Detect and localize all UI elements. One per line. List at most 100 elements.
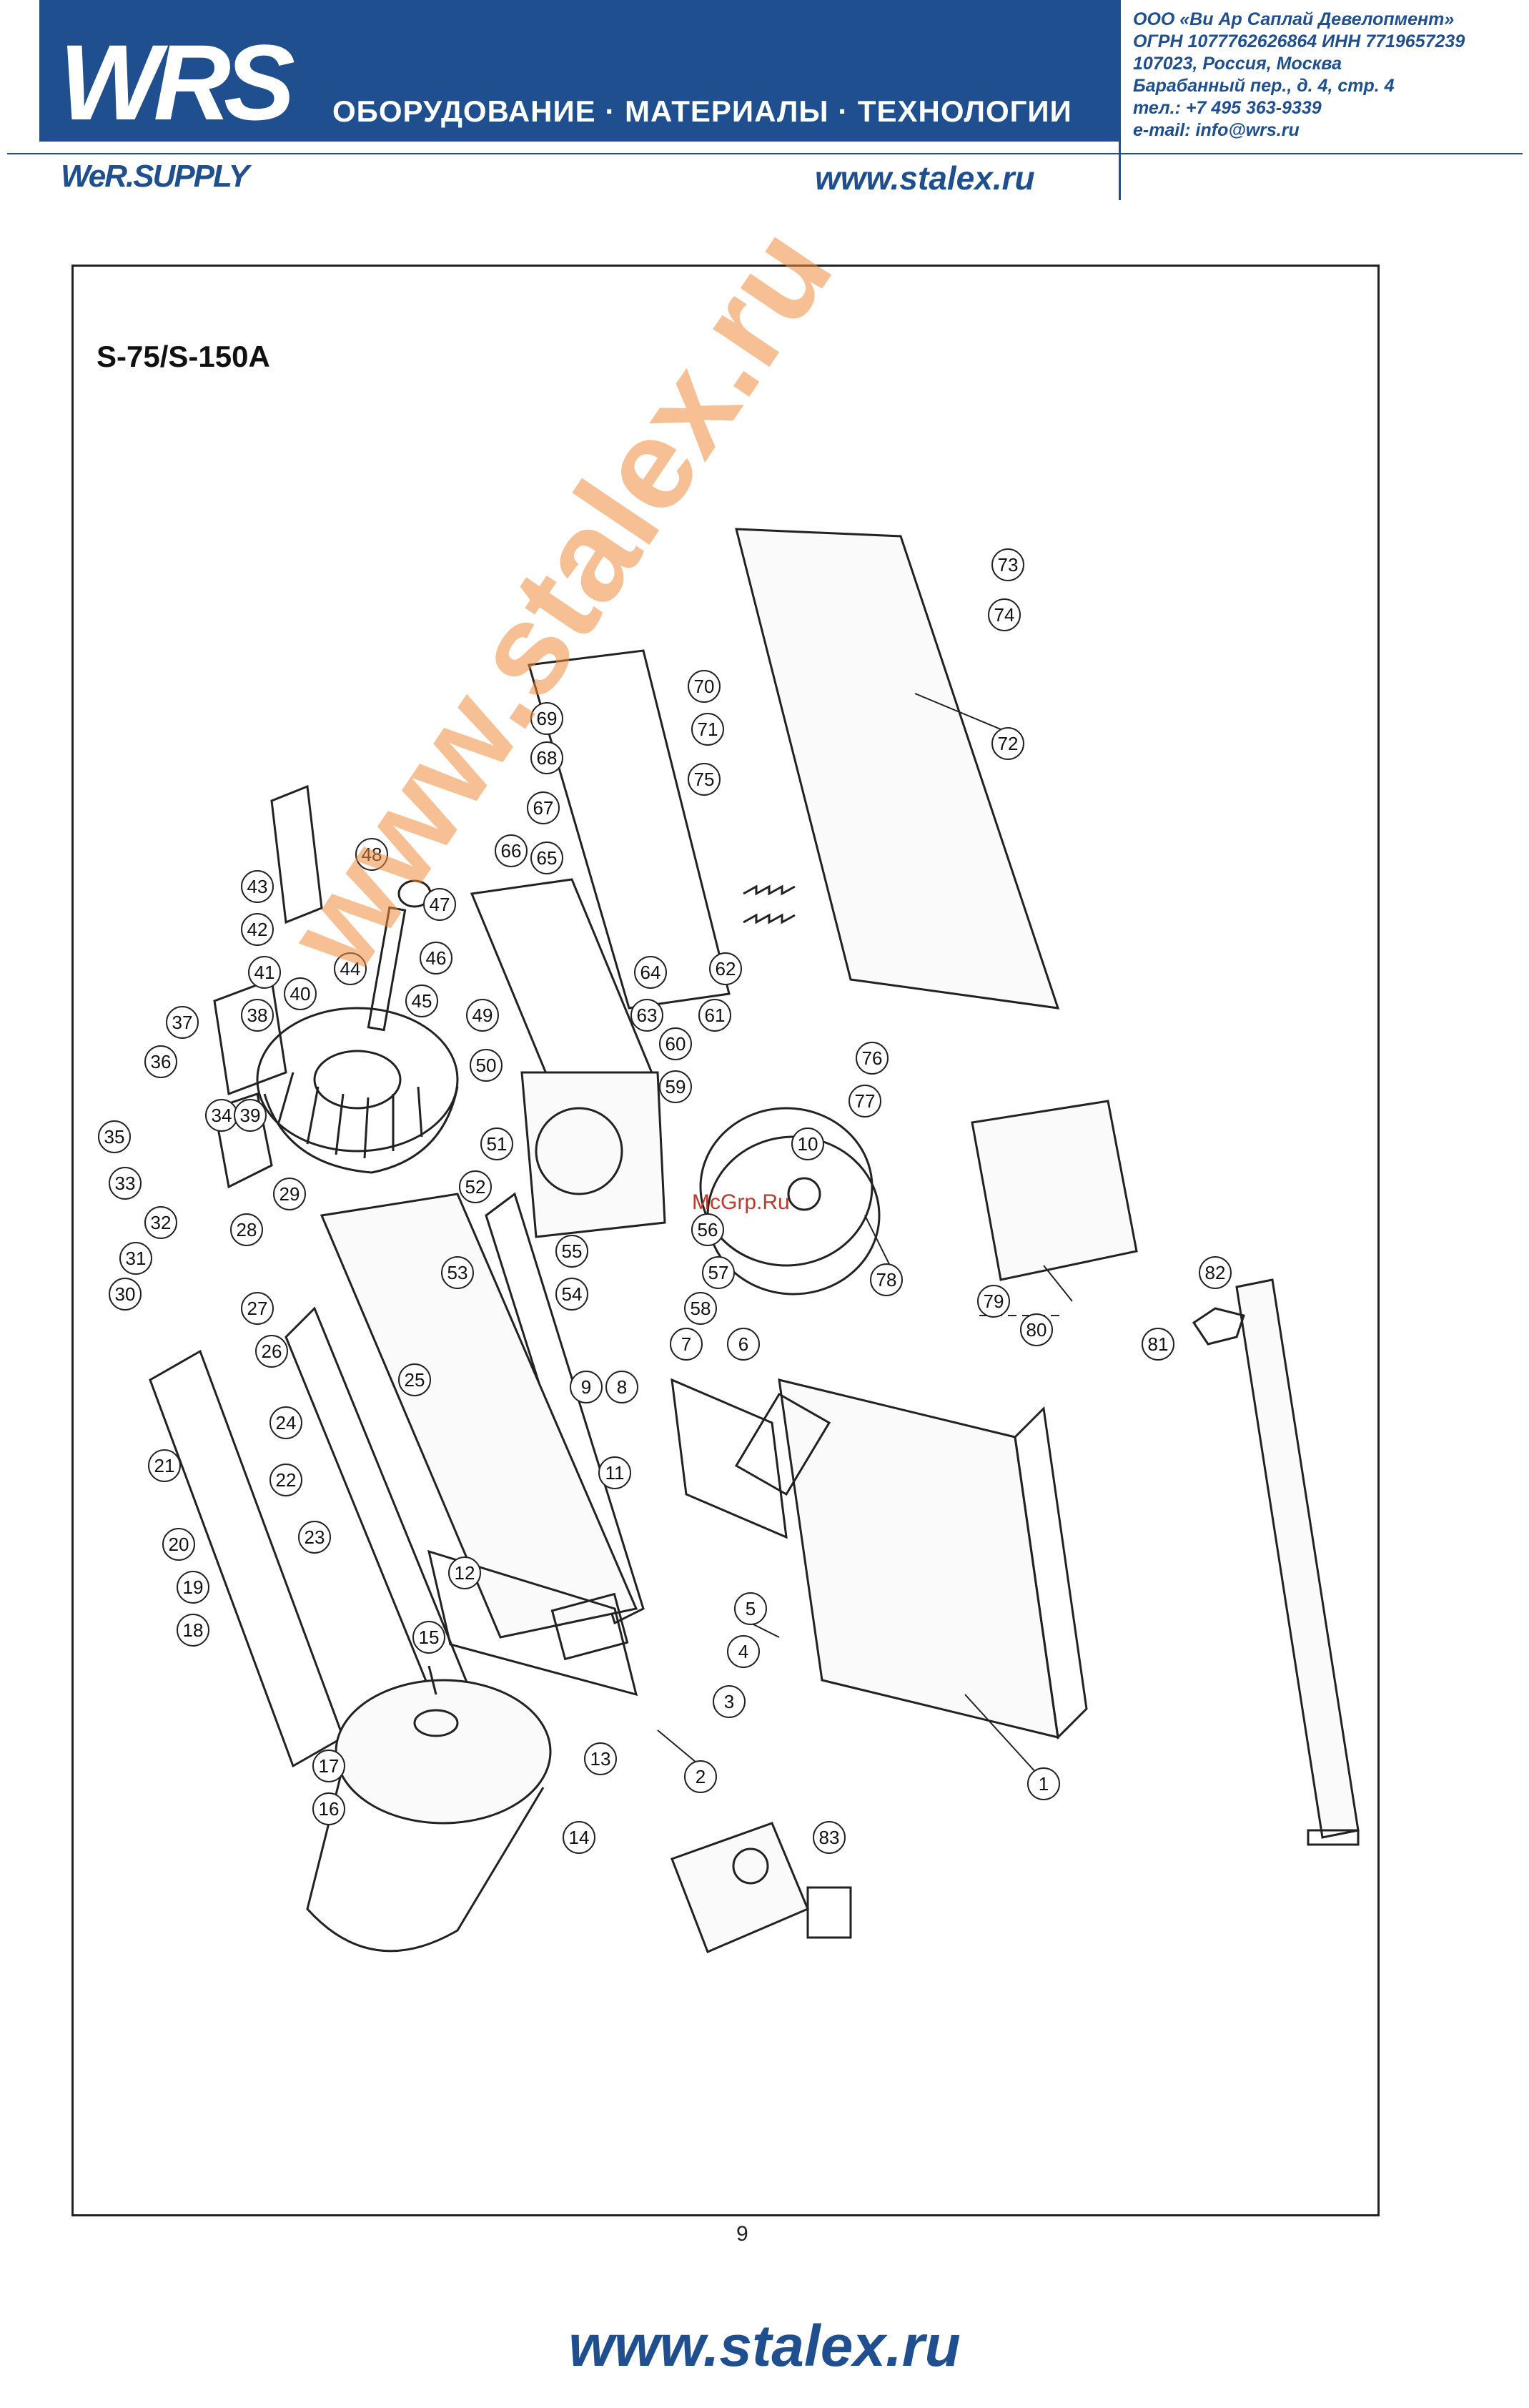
svg-text:65: 65 [537,847,558,869]
footer-website-link[interactable]: www.stalex.ru [568,2314,961,2379]
svg-text:26: 26 [262,1341,282,1362]
svg-text:49: 49 [472,1005,493,1026]
callout-75: 75 [688,763,721,796]
svg-text:44: 44 [340,958,361,980]
callout-13: 13 [584,1742,617,1775]
callout-23: 23 [298,1521,331,1554]
callout-14: 14 [563,1821,595,1854]
callout-40: 40 [284,977,317,1010]
svg-text:43: 43 [247,876,268,897]
callout-82: 82 [1199,1256,1232,1289]
svg-text:13: 13 [590,1748,611,1770]
callout-61: 61 [698,999,731,1032]
callout-3: 3 [713,1685,746,1718]
callout-25: 25 [398,1363,431,1396]
model-title: S-75/S-150A [97,340,270,373]
table-bracket [671,1378,788,1539]
wrs-logo: WRS [59,22,295,142]
svg-text:76: 76 [862,1047,883,1069]
svg-text:31: 31 [126,1248,147,1269]
svg-text:6: 6 [738,1333,748,1355]
svg-text:40: 40 [290,983,311,1005]
callout-8: 8 [605,1371,638,1403]
callout-50: 50 [470,1049,503,1082]
svg-text:25: 25 [405,1369,425,1391]
callout-66: 66 [495,834,528,867]
callout-39: 39 [234,1099,267,1132]
callout-67: 67 [527,791,560,824]
callout-58: 58 [684,1292,717,1325]
company-phone: тел.: +7 495 363-9339 [1133,98,1322,118]
callout-4: 4 [727,1635,760,1668]
small-guard [213,977,287,1096]
dust-hood [520,1071,666,1238]
tension-springs [743,884,796,924]
callout-47: 47 [423,888,456,921]
callout-73: 73 [991,548,1024,581]
svg-text:41: 41 [254,962,275,983]
svg-text:7: 7 [681,1333,691,1355]
callout-22: 22 [269,1464,302,1496]
callout-9: 9 [570,1371,603,1403]
svg-text:51: 51 [487,1133,508,1155]
stand-column [778,1278,1360,1846]
header-divider [7,153,1523,154]
callout-31: 31 [119,1242,152,1275]
arm-plate [270,784,323,924]
svg-text:15: 15 [419,1627,440,1648]
svg-text:57: 57 [708,1262,729,1283]
callout-38: 38 [241,999,274,1032]
svg-text:29: 29 [279,1183,300,1205]
svg-text:14: 14 [569,1827,590,1848]
header-website-link[interactable]: www.stalex.ru [815,159,1035,197]
callout-12: 12 [448,1556,481,1589]
svg-text:59: 59 [665,1076,686,1097]
callout-32: 32 [144,1206,177,1239]
svg-text:20: 20 [169,1534,189,1555]
callout-53: 53 [441,1256,474,1289]
svg-text:30: 30 [115,1283,136,1305]
callout-24: 24 [269,1406,302,1439]
svg-text:53: 53 [447,1262,468,1283]
company-email[interactable]: e-mail: info@wrs.ru [1133,120,1300,140]
svg-text:2: 2 [696,1766,706,1787]
svg-text:72: 72 [998,733,1019,754]
callout-60: 60 [659,1027,692,1060]
svg-text:50: 50 [476,1055,497,1076]
svg-text:37: 37 [172,1012,193,1033]
brand-banner: WRS ОБОРУДОВАНИЕ · МАТЕРИАЛЫ · ТЕХНОЛОГИ… [39,0,1119,142]
callout-37: 37 [166,1006,199,1039]
callout-36: 36 [144,1045,177,1078]
company-details: ООО «Ви Ар Саплай Девелопмент» ОГРН 1077… [1133,9,1519,142]
svg-text:64: 64 [640,962,661,983]
lock-knob [1192,1307,1245,1346]
svg-text:82: 82 [1205,1262,1226,1283]
callout-45: 45 [405,985,438,1017]
contact-wheel [256,1007,459,1174]
svg-text:71: 71 [698,719,718,740]
callout-72: 72 [991,727,1024,760]
svg-text:1: 1 [1039,1773,1049,1795]
svg-text:75: 75 [694,769,715,790]
svg-text:54: 54 [562,1283,583,1305]
platen-plate [213,1092,273,1189]
callout-42: 42 [241,913,274,946]
svg-text:46: 46 [426,947,447,969]
company-street: Барабанный пер., д. 4, стр. 4 [1133,76,1395,96]
callout-6: 6 [727,1328,760,1361]
callout-10: 10 [791,1127,824,1160]
svg-text:42: 42 [247,919,268,940]
part-callouts: 1 2 3 4 5 6 7 8 9 10 11 12 13 14 15 16 1… [98,548,1232,1854]
svg-text:36: 36 [151,1051,172,1072]
svg-text:48: 48 [362,844,382,865]
callout-27: 27 [241,1292,274,1325]
bracket-plate [734,1392,831,1496]
callout-15: 15 [412,1621,445,1654]
callout-74: 74 [988,598,1021,631]
callout-62: 62 [709,952,742,985]
svg-text:68: 68 [537,747,558,769]
company-city: 107023, Россия, Москва [1133,54,1342,74]
svg-text:69: 69 [537,708,558,729]
callout-83: 83 [813,1821,846,1854]
svg-text:32: 32 [151,1212,172,1233]
